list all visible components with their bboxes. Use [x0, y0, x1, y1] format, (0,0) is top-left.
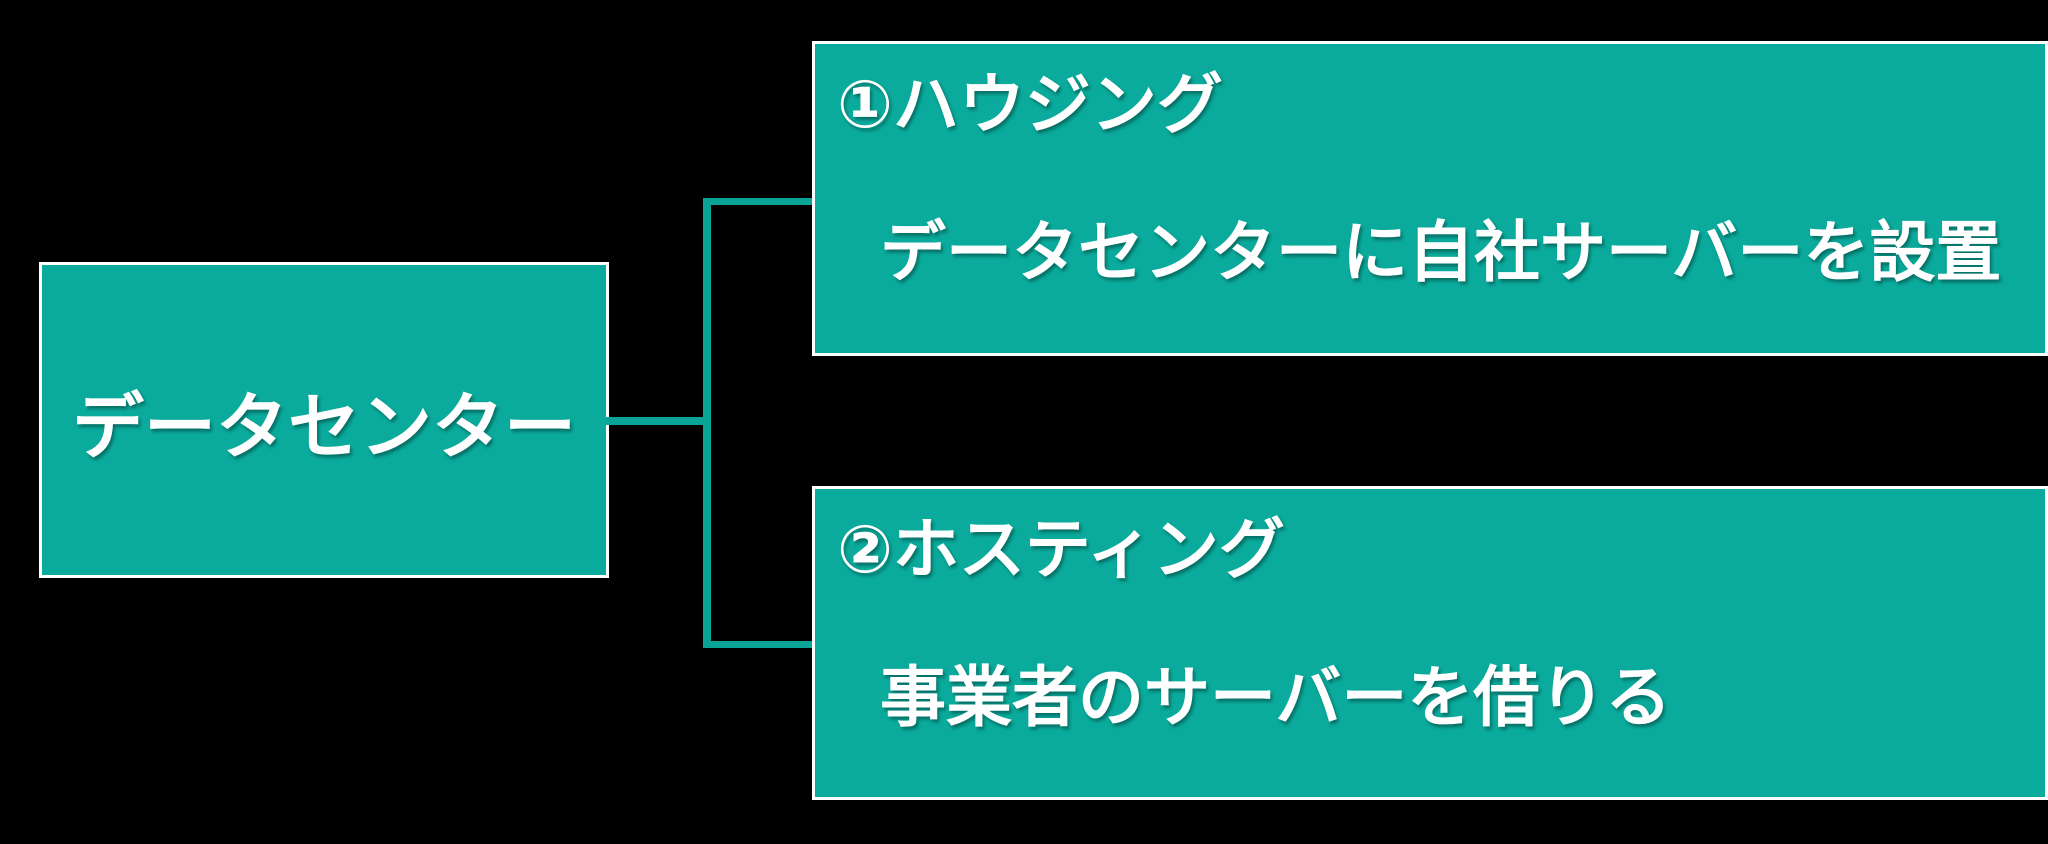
- connector-stub-hosting: [703, 641, 812, 648]
- branch-box-housing: ①ハウジング データセンターに自社サーバーを設置: [812, 41, 2048, 356]
- branch-housing-description: データセンターに自社サーバーを設置: [880, 215, 2002, 289]
- connector-stub-housing: [703, 198, 812, 205]
- connector-feeder-line: [606, 417, 707, 425]
- root-box-label: データセンター: [71, 387, 576, 468]
- branch-box-hosting: ②ホスティング 事業者のサーバーを借りる: [812, 486, 2048, 800]
- branch-hosting-title: ②ホスティング: [837, 512, 1285, 586]
- connector-vertical-rail: [703, 198, 711, 648]
- branch-housing-title: ①ハウジング: [837, 67, 1223, 141]
- branch-hosting-description: 事業者のサーバーを借りる: [880, 660, 1672, 734]
- root-box-datacenter: データセンター: [39, 262, 609, 578]
